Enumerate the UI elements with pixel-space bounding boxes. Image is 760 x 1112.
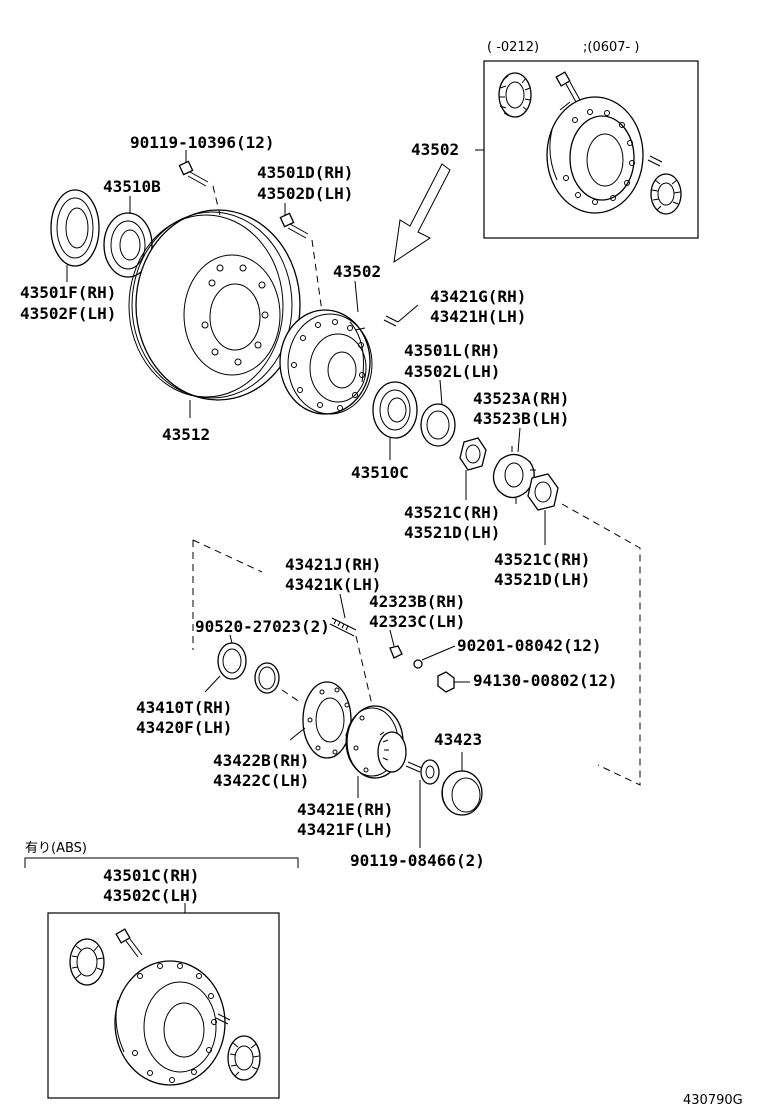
- leader-43523A: [517, 427, 521, 453]
- label-43501C: 43501C(RH): [103, 866, 199, 885]
- label-94130: 94130-00802(12): [473, 671, 618, 690]
- arrow-pointer: [393, 163, 451, 264]
- label-43502-mid: 43502: [333, 262, 381, 281]
- washer-43523A: [492, 446, 536, 504]
- label-43421G: 43421G(RH): [430, 287, 526, 306]
- oil-seal-43501F: [50, 189, 100, 267]
- label-43521D-b: 43521D(LH): [494, 570, 590, 589]
- inset-stud: [647, 155, 663, 167]
- leader-42323B: [389, 629, 395, 647]
- leader-90201: [421, 645, 456, 661]
- leader-43422B: [289, 727, 306, 741]
- label-43421F: 43421F(LH): [297, 820, 393, 839]
- label-43512: 43512: [162, 425, 210, 444]
- label-43523A: 43523A(RH): [473, 389, 569, 408]
- label-43421K: 43421K(LH): [285, 575, 381, 594]
- label-43422B: 43422B(RH): [213, 751, 309, 770]
- nut-43521C-b: [527, 473, 559, 511]
- inset-bearing-right: [650, 173, 682, 215]
- label-43420F: 43420F(LH): [136, 718, 232, 737]
- inset-bearing-left: [498, 72, 532, 118]
- label-90119-10396: 90119-10396(12): [130, 133, 275, 152]
- leader-43410T: [204, 675, 221, 693]
- label-43502L: 43502L(LH): [404, 362, 500, 381]
- label-43410T: 43410T(RH): [136, 698, 232, 717]
- hub-43502: [279, 309, 373, 415]
- label-43510C: 43510C: [351, 463, 409, 482]
- label-90201: 90201-08042(12): [457, 636, 602, 655]
- flange-43421E: [345, 705, 407, 779]
- pin-43421G: [383, 315, 399, 327]
- label-43502-top: 43502: [411, 140, 459, 159]
- abs-caption: 有り(ABS): [25, 841, 87, 856]
- label-90119-08466: 90119-08466(2): [350, 851, 485, 870]
- inset-bolt: [555, 71, 581, 103]
- top-inset-date-left: ( -0212): [487, 40, 539, 55]
- abs-bracket: [24, 857, 299, 868]
- dash-stud-hub: [311, 239, 323, 313]
- stud-43501D: [279, 212, 309, 239]
- label-43502C: 43502C(LH): [103, 886, 199, 905]
- seal-43501L: [420, 403, 456, 447]
- leader-43421G: [397, 304, 419, 323]
- label-43422C: 43422C(LH): [213, 771, 309, 790]
- label-43521C-a: 43521C(RH): [404, 503, 500, 522]
- bolt-90119-10396: [178, 160, 209, 187]
- label-43421E: 43421E(RH): [297, 800, 393, 819]
- dash-ring-gasket: [281, 689, 301, 703]
- label-43521D-a: 43521D(LH): [404, 523, 500, 542]
- label-42323B: 42323B(RH): [369, 592, 465, 611]
- label-43502F: 43502F(LH): [20, 304, 116, 323]
- cap-43423: [441, 770, 483, 816]
- abs-bearing-right: [227, 1035, 261, 1081]
- washer-42323B: [389, 645, 403, 659]
- bolt-90119-08466: [405, 759, 440, 785]
- nut-43521C-a: [459, 437, 487, 471]
- abs-hub: [114, 960, 226, 1086]
- inset-hub: [546, 96, 644, 214]
- brake-disc-43512: [128, 209, 301, 401]
- label-43423: 43423: [434, 730, 482, 749]
- bearing-43510B: [103, 212, 153, 278]
- leader-43502-mid: [354, 280, 359, 313]
- dash-bolt-flange: [355, 635, 373, 706]
- top-inset: ( -0212) ;(0607- ): [483, 40, 699, 239]
- leader-43501L: [439, 379, 443, 406]
- dash-outline-right: [561, 503, 641, 786]
- label-43501D: 43501D(RH): [257, 163, 353, 182]
- abs-stud: [215, 1013, 231, 1025]
- abs-inset: 有り(ABS): [24, 841, 299, 1099]
- abs-bearing-left: [69, 938, 105, 986]
- seal-90520: [217, 642, 247, 680]
- bolt-43421J: [329, 617, 357, 637]
- label-42323C: 42323C(LH): [369, 612, 465, 631]
- ring-43410T: [254, 662, 280, 694]
- label-43421J: 43421J(RH): [285, 555, 381, 574]
- nut-94130: [437, 671, 455, 693]
- abs-inset-frame: [47, 912, 280, 1099]
- top-inset-date-right: ;(0607- ): [583, 40, 639, 55]
- abs-bolt: [115, 928, 143, 958]
- label-90520: 90520-27023(2): [195, 617, 330, 636]
- leader-90520: [229, 634, 233, 644]
- leader-43421J: [339, 593, 346, 619]
- label-43502D: 43502D(LH): [257, 184, 353, 203]
- label-43523B: 43523B(LH): [473, 409, 569, 428]
- bearing-43510C: [372, 381, 418, 439]
- label-43501L: 43501L(RH): [404, 341, 500, 360]
- washer-90201: [413, 659, 423, 669]
- label-43421H: 43421H(LH): [430, 307, 526, 326]
- gasket-43422B: [302, 681, 352, 759]
- label-43521C-b: 43521C(RH): [494, 550, 590, 569]
- dash-bolt-disc: [212, 185, 221, 216]
- figure-code: 430790G: [683, 1093, 743, 1108]
- label-43510B: 43510B: [103, 177, 161, 196]
- label-43501F: 43501F(RH): [20, 283, 116, 302]
- dash-outline-topleft: [192, 539, 263, 573]
